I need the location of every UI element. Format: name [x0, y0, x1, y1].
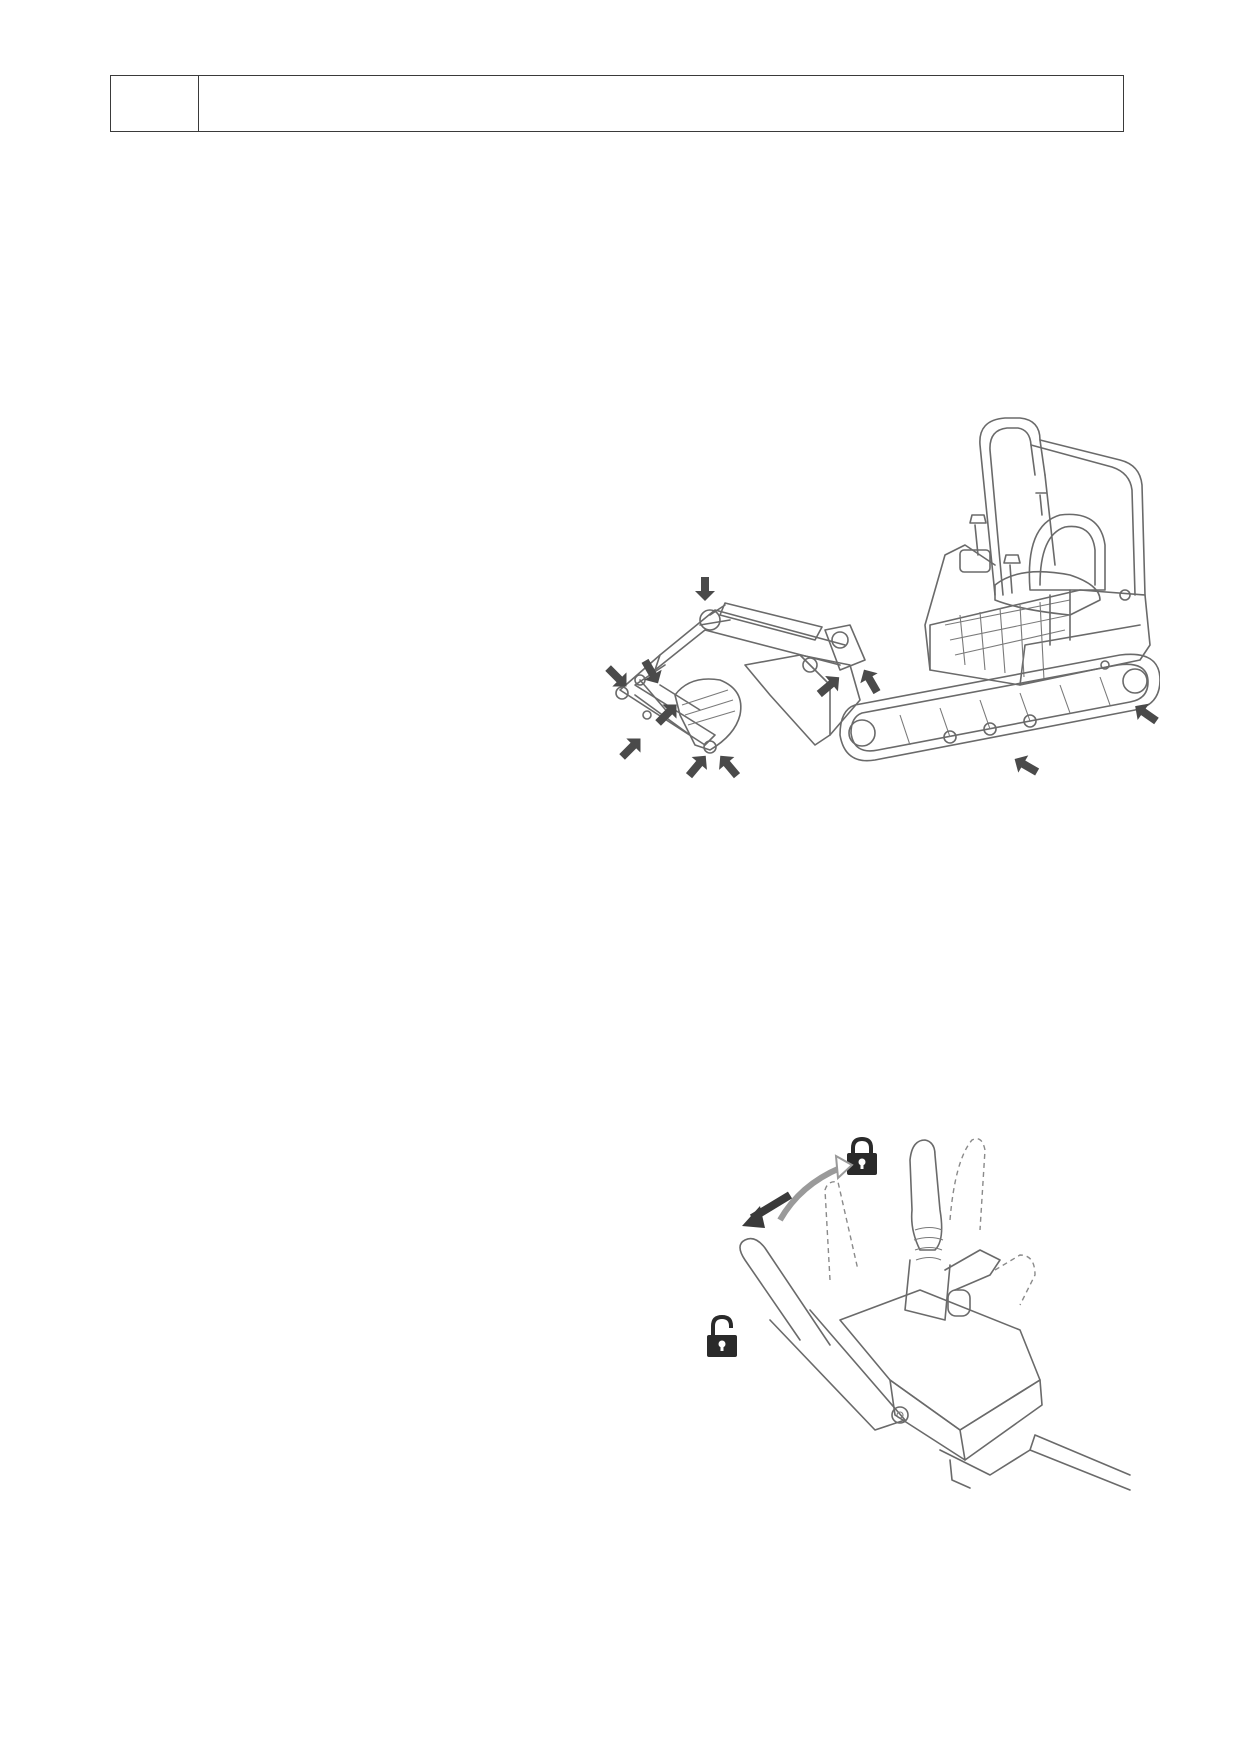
header-table [110, 75, 1124, 132]
excavator-illustration [605, 417, 1160, 779]
lock-lever [739, 1237, 909, 1431]
crawler-track [839, 653, 1160, 762]
joystick-console [839, 1139, 1131, 1491]
grease-point-arrow [719, 755, 741, 779]
grease-point-arrow [816, 676, 840, 698]
grease-point-arrow [685, 755, 707, 779]
grease-point-arrow [605, 665, 627, 687]
grease-point-arrow [619, 738, 641, 760]
lubrication-arrows [605, 577, 1159, 779]
header-right-cell [201, 76, 1123, 131]
grease-point-arrow [860, 669, 881, 695]
joysticks [959, 492, 1047, 594]
rops-frame [979, 417, 1146, 596]
direction-arrows [742, 1154, 854, 1228]
grease-point-arrow [655, 704, 677, 726]
lock-lever-dashed-positions [824, 1138, 1036, 1306]
upper-structure [924, 544, 1151, 686]
grease-point-arrow [641, 658, 662, 684]
boom [654, 602, 866, 673]
grease-point-arrow [1014, 755, 1040, 776]
header-left-cell [111, 76, 198, 131]
arm-and-bucket [615, 654, 742, 754]
grease-point-arrow [1135, 703, 1159, 725]
grease-point-arrow [695, 577, 715, 601]
header-divider [198, 76, 199, 131]
lock-closed-icon [847, 1137, 877, 1175]
lock-lever-illustration [739, 1138, 1131, 1491]
lock-open-icon [707, 1315, 737, 1357]
